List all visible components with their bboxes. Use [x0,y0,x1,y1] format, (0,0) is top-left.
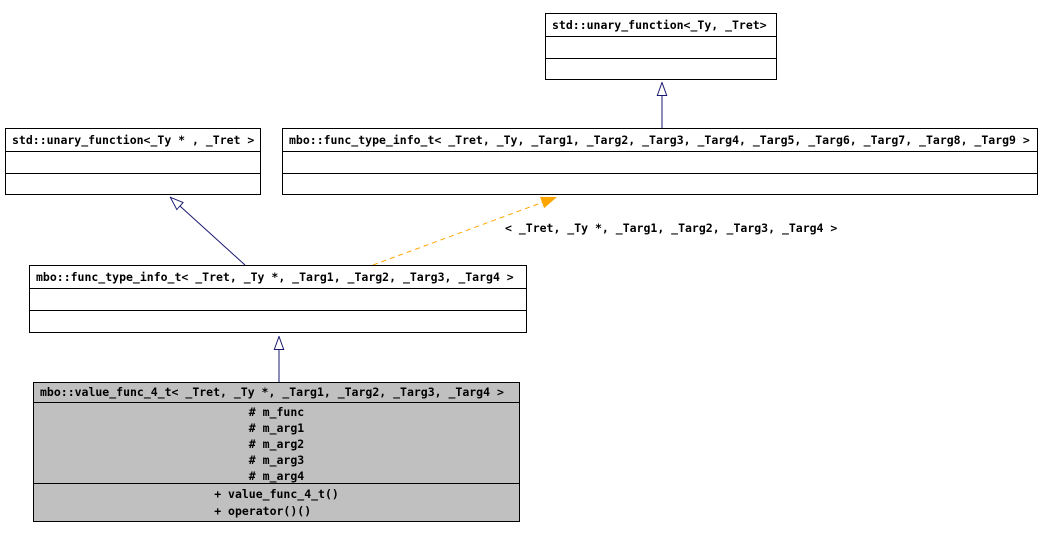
attributes-compartment: # m_func # m_arg1 # m_arg2 # m_arg3 # m_… [34,403,519,484]
methods-compartment-empty [546,59,776,80]
attribute-m-arg1: # m_arg1 [248,421,305,435]
class-title: std::unary_function<_Ty * , _Tret > [6,129,260,152]
method-constructor: + value_func_4_t() [214,487,339,501]
attribute-m-arg4: # m_arg4 [248,469,305,483]
class-box-func-type-info-t-4args[interactable]: mbo::func_type_info_t< _Tret, _Ty *, _Ta… [29,265,527,333]
methods-compartment: + value_func_4_t() + operator()() [34,484,519,522]
inheritance-arrow-functypeinfo4-to-unaryfunction-ptr [170,197,246,266]
attribute-m-func: # m_func [248,405,305,419]
attributes-compartment-empty [6,152,260,174]
template-instantiation-label: < _Tret, _Ty *, _Targ1, _Targ2, _Targ3, … [505,221,838,235]
method-operator-call: + operator()() [214,504,312,518]
attribute-m-arg3: # m_arg3 [248,453,305,467]
methods-compartment-empty [30,311,526,332]
class-box-func-type-info-t-9args[interactable]: mbo::func_type_info_t< _Tret, _Ty, _Targ… [282,128,1038,195]
class-title: std::unary_function<_Ty, _Tret> [546,14,776,37]
attributes-compartment-empty [546,37,776,59]
attribute-m-arg2: # m_arg2 [248,437,305,451]
class-box-value-func-4-t[interactable]: mbo::value_func_4_t< _Tret, _Ty *, _Targ… [33,382,520,522]
class-title: mbo::func_type_info_t< _Tret, _Ty, _Targ… [283,129,1037,152]
attributes-compartment-empty [30,289,526,311]
class-title: mbo::func_type_info_t< _Tret, _Ty *, _Ta… [30,266,526,289]
methods-compartment-empty [283,174,1037,195]
class-title: mbo::value_func_4_t< _Tret, _Ty *, _Targ… [34,383,519,403]
class-box-std-unary-function-ptr[interactable]: std::unary_function<_Ty * , _Tret > [5,128,261,195]
methods-compartment-empty [6,174,260,195]
class-box-std-unary-function[interactable]: std::unary_function<_Ty, _Tret> [545,13,777,80]
attributes-compartment-empty [283,152,1037,174]
